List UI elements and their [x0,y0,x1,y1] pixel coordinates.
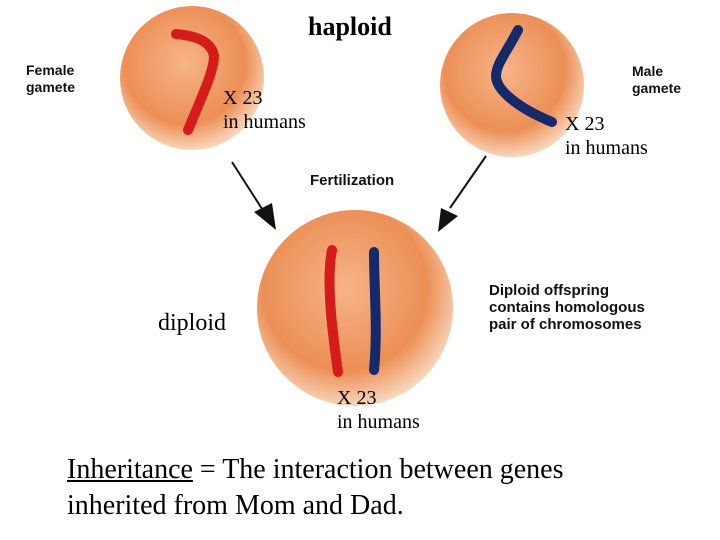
fertilization-label: Fertilization [310,172,395,189]
female-gamete-label: Female gamete [26,62,75,96]
male-gamete-label-line2: gamete [632,80,682,96]
male-gamete-label-line1: Male [632,63,664,79]
arrow-male-to-zygote [438,155,487,232]
diploid-count-line2: in humans [337,411,420,433]
inheritance-term: Inheritance [67,454,193,485]
diploid-chromosome-count: X 23 in humans [337,386,420,434]
male-count-line1: X 23 [565,113,605,135]
offspring-note: Diploid offspring contains homologous pa… [489,282,645,333]
female-count-line1: X 23 [223,87,263,109]
inheritance-line1: Inheritance = The interaction between ge… [67,452,564,488]
offspring-note-line3: pair of chromosomes [489,316,642,333]
diploid-label: diploid [158,310,227,336]
zygote-maternal-chromosome [324,245,343,377]
inheritance-rest: = The interaction between genes [192,454,564,485]
zygote-cell [257,210,453,406]
male-gamete-cell [440,13,584,157]
inheritance-line2: inherited from Mom and Dad. [67,490,404,521]
maternal-chromosome [171,29,220,135]
inheritance-definition: Inheritance = The interaction between ge… [67,452,564,524]
female-count-line2: in humans [223,111,306,133]
male-gamete-label: Male gamete [632,63,681,97]
female-chromosome-count: X 23 in humans [223,86,306,134]
offspring-note-line1: Diploid offspring [489,282,609,299]
male-count-line2: in humans [565,137,648,159]
female-gamete-label-line2: gamete [26,79,76,95]
haploid-title: haploid [308,12,392,41]
female-gamete-label-line1: Female [26,62,75,78]
diploid-count-line1: X 23 [337,387,377,409]
zygote-paternal-chromosome [369,247,381,375]
offspring-note-line2: contains homologous [489,299,645,316]
arrow-female-to-zygote [231,161,276,230]
male-chromosome-count: X 23 in humans [565,112,648,160]
female-gamete-cell [120,6,264,150]
paternal-chromosome [490,25,557,127]
